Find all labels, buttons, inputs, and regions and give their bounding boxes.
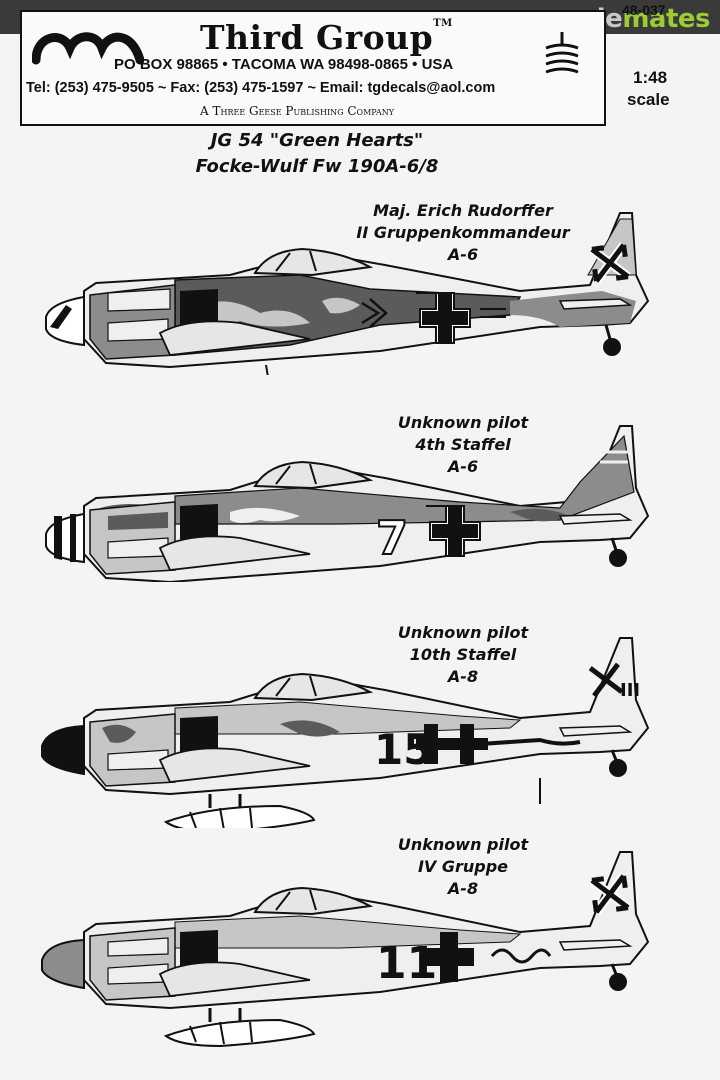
geese-logo-icon <box>32 32 144 65</box>
profile-3-tail-marking: III <box>620 680 640 701</box>
header-box: Third GroupTM PO BOX 98865 • TACOMA WA 9… <box>20 10 606 126</box>
aircraft-title: Focke-Wulf Fw 190A-6/8 <box>195 156 439 177</box>
profile-3-aircraft: 15 III <box>41 637 650 828</box>
profile-2-aircraft: 7 <box>45 425 650 582</box>
profile-1-caption: Maj. Erich Rudorffer II Gruppenkommandeu… <box>356 201 570 264</box>
scale-ratio: 1:48 <box>633 68 668 87</box>
company-address: PO BOX 98865 • TACOMA WA 98498-0865 • US… <box>114 56 454 73</box>
profile-2-caption: Unknown pilot 4th Staffel A-6 <box>397 413 529 476</box>
book-icon <box>545 32 579 74</box>
company-contact: Tel: (253) 475-9505 ~ Fax: (253) 475-159… <box>26 80 496 96</box>
publisher-line: A Three Geese Publishing Company <box>200 104 395 118</box>
company-name: Third GroupTM <box>200 18 453 57</box>
profile-2-marking: 7 <box>376 511 408 565</box>
sheet-title: JG 54 "Green Hearts" Focke-Wulf Fw 190A-… <box>172 128 462 180</box>
scale-label: scale <box>627 90 670 109</box>
profile-4-caption: Unknown pilot IV Gruppe A-8 <box>397 835 529 898</box>
profile-1-aircraft <box>45 212 650 375</box>
catalog-number: 48-037 <box>622 2 666 18</box>
profile-3-caption: Unknown pilot 10th Staffel A-8 <box>397 623 529 686</box>
profile-4-aircraft: 11 <box>41 851 650 1048</box>
unit-title: JG 54 "Green Hearts" <box>210 130 424 151</box>
